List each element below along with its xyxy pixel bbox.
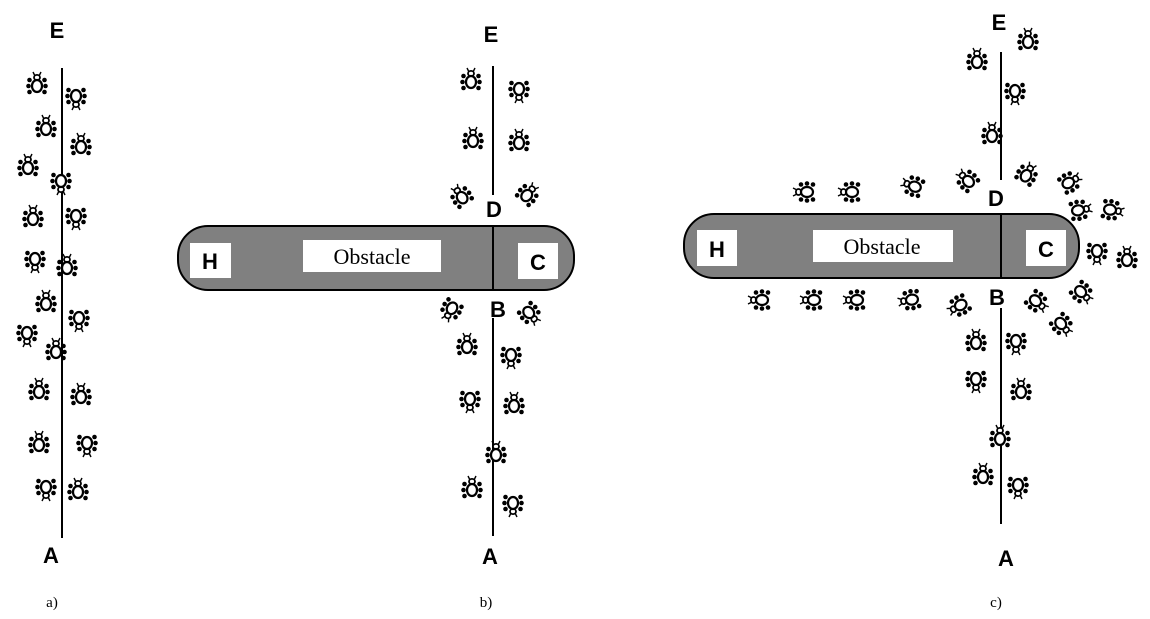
ant-icon [965,46,989,72]
label-D: D [486,197,502,222]
ant-icon [499,345,523,371]
caption-b: b) [480,595,493,611]
ant-icon [1021,286,1055,320]
ant-icon [25,70,49,96]
ant-icon [895,286,924,314]
ant-icon [460,474,484,500]
ant-icon [1054,165,1087,198]
ant-icon [1016,26,1040,52]
label-A: A [43,543,59,568]
ant-icon [1046,309,1080,343]
ant-icon [15,323,39,349]
ant-icon [49,171,73,197]
ant-icon [1003,81,1027,107]
obstacle-label: Obstacle [844,234,921,259]
ant-icon [69,381,93,407]
ant-icon [458,389,482,415]
caption-a: a) [46,595,58,611]
ant-icon [69,131,93,157]
ant-icon [459,66,483,92]
ant-icon [964,369,988,395]
ant-icon [501,493,525,519]
ant-icon [23,249,47,275]
ant-icon [484,439,508,465]
label-C: C [1038,237,1054,262]
ant-icon [1011,157,1044,190]
ant-icon [836,180,862,204]
ant-icon [791,180,817,204]
label-E: E [484,22,499,47]
ant-icon [964,327,988,353]
ant-icon [1006,475,1030,501]
ant-icon [746,288,772,312]
ant-icon [971,461,995,487]
label-E: E [992,10,1007,35]
obstacle-label-box [813,230,953,262]
label-E: E [50,18,65,43]
panel-b: E H Obstacle C D B A b) [177,22,575,611]
label-H: H [709,237,725,262]
ant-icon [444,178,477,212]
label-D: D [988,186,1004,211]
ant-group-b [434,66,548,519]
ant-icon [1009,376,1033,402]
ant-icon [1085,241,1109,267]
ant-icon [949,162,984,197]
ant-icon [434,294,467,327]
panel-a: E A a) [15,18,99,611]
ant-icon [44,336,68,362]
ant-icon [461,125,485,151]
label-box-H [190,243,231,278]
label-A: A [998,546,1014,571]
ant-icon [942,290,975,323]
ant-icon [34,477,58,503]
label-B: B [490,297,506,322]
ant-icon [1065,276,1100,311]
ant-icon [1004,331,1028,357]
label-box-C [518,243,558,279]
ant-icon [988,423,1012,449]
ant-icon [34,113,58,139]
ant-icon [66,476,90,502]
ant-icon [27,376,51,402]
ant-icon [1066,196,1095,224]
ant-icon [896,170,928,201]
ant-group-a [15,70,99,503]
obstacle-label: Obstacle [334,244,411,269]
ant-icon [34,288,58,314]
label-H: H [202,249,218,274]
obstacle-label-box [303,240,441,272]
ant-icon [841,288,867,312]
ant-icon [16,152,40,178]
ant-icon [67,308,91,334]
caption-c: c) [990,595,1002,611]
ant-icon [64,206,88,232]
panel-c: E H Obstacle C D B A c) [683,10,1139,611]
ant-icon [1115,244,1139,270]
ant-icon [1098,196,1127,224]
ant-icon [75,433,99,459]
ant-icon [512,176,546,210]
ant-icon [55,252,79,278]
ant-icon [21,203,45,229]
label-C: C [530,250,546,275]
label-A: A [482,544,498,569]
ant-icon [27,429,51,455]
ant-icon [507,79,531,105]
label-box-H [697,230,737,266]
ant-icon [502,390,526,416]
label-box-C [1026,230,1066,266]
ant-icon [455,331,479,357]
ant-icon [798,288,824,312]
ant-icon [980,120,1004,146]
ant-icon [507,127,531,153]
label-B: B [989,285,1005,310]
ant-icon [514,298,548,332]
ant-icon [64,86,88,112]
